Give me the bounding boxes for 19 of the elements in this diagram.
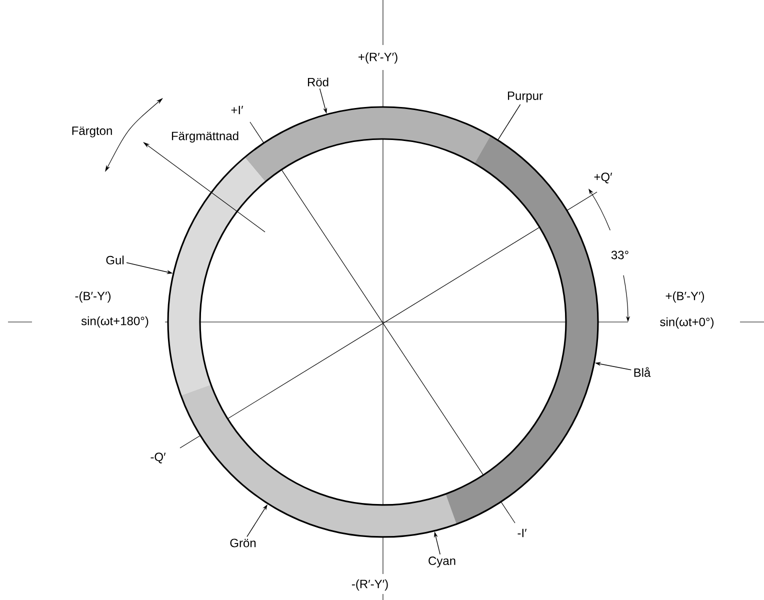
color-label: Cyan bbox=[428, 556, 456, 568]
color-label: Purpur bbox=[508, 92, 543, 102]
axis-label: sin(ωt+0°) bbox=[660, 317, 714, 329]
axis-label: -(B′-Y′) bbox=[75, 291, 111, 303]
axis-label: -I′ bbox=[518, 528, 527, 538]
axis-label: sin(ωt+180°) bbox=[81, 316, 148, 328]
axis-label: +(B′-Y′) bbox=[666, 291, 704, 303]
axis-label: +(R′-Y′) bbox=[358, 52, 398, 64]
axis-label: +I′ bbox=[231, 106, 244, 114]
leader-line bbox=[498, 104, 521, 140]
color-label: Blå bbox=[634, 367, 651, 377]
color-label: Gul bbox=[106, 256, 124, 264]
color-label: Grön bbox=[230, 538, 256, 548]
axis-label: -(R′-Y′) bbox=[352, 579, 388, 591]
axis-label: Färgton bbox=[72, 126, 112, 138]
axis-label: Färgmättnad bbox=[172, 131, 238, 143]
axis-label: 33° bbox=[611, 250, 628, 260]
color-label: Röd bbox=[308, 78, 328, 86]
axis-label: +Q′ bbox=[594, 172, 612, 184]
